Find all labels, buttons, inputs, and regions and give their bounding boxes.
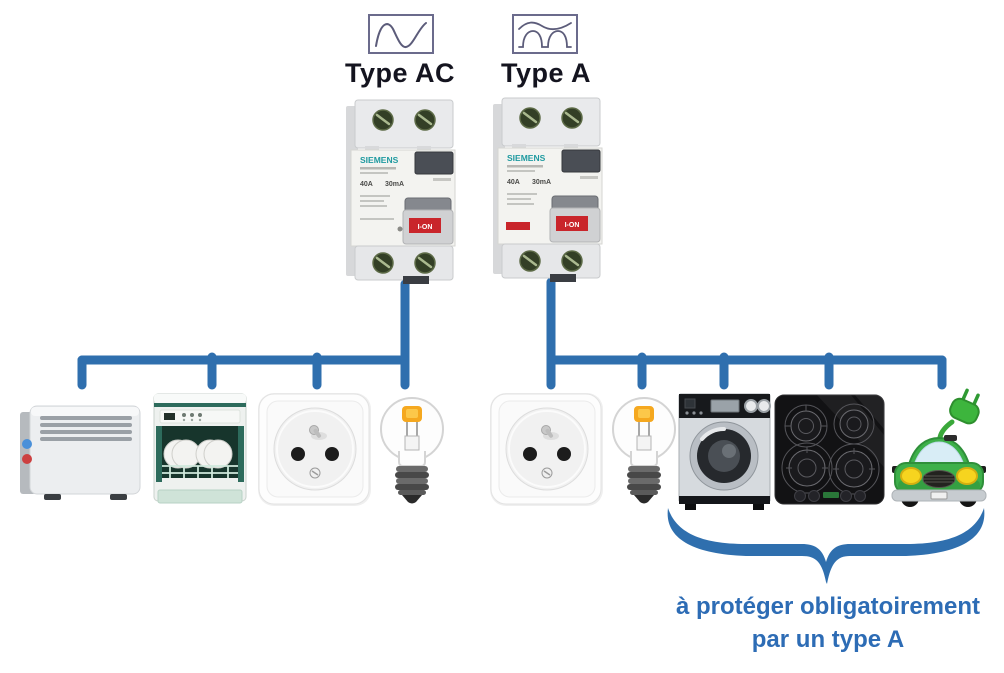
light-bulb-icon: [380, 397, 444, 504]
rcd-breaker-type-a: SIEMENS 40A 30mA I-ON: [493, 97, 603, 282]
breaker-sensitivity-text: 30mA: [532, 179, 551, 186]
induction-cooktop-icon: [774, 394, 885, 505]
breaker-sensitivity-text: 30mA: [385, 181, 404, 188]
type-ac-label: Type AC: [344, 58, 455, 88]
pulsating-dc-wave-icon: [518, 21, 572, 48]
curly-brace: [667, 508, 985, 584]
electric-heater-icon: [20, 405, 141, 500]
caption-line-2: par un type A: [751, 626, 905, 653]
type-a-waveform-box: [512, 14, 578, 54]
breaker-rating-text: 40A: [360, 181, 373, 188]
sine-wave-icon: [375, 22, 427, 48]
electric-car-icon: [891, 388, 987, 507]
dishwasher-icon: [153, 393, 247, 504]
rcd-breaker-type-ac: SIEMENS 40A 30mA I-ON: [346, 99, 456, 284]
caption: à protéger obligatoirement par un type A: [652, 590, 1004, 656]
breaker-brand-text: SIEMENS: [360, 155, 399, 165]
wall-socket-icon: [490, 393, 603, 506]
breaker-switch-label: I-ON: [565, 222, 580, 229]
wall-socket-icon: [258, 393, 371, 506]
breaker-switch-label: I-ON: [418, 224, 433, 231]
light-bulb-icon: [612, 397, 676, 504]
type-a-label: Type A: [500, 58, 591, 88]
breaker-rating-text: 40A: [507, 179, 520, 186]
breaker-brand-text: SIEMENS: [507, 153, 546, 163]
type-ac-waveform-box: [368, 14, 434, 54]
washing-machine-icon: [678, 393, 771, 510]
caption-line-1: à protéger obligatoirement: [675, 593, 981, 620]
